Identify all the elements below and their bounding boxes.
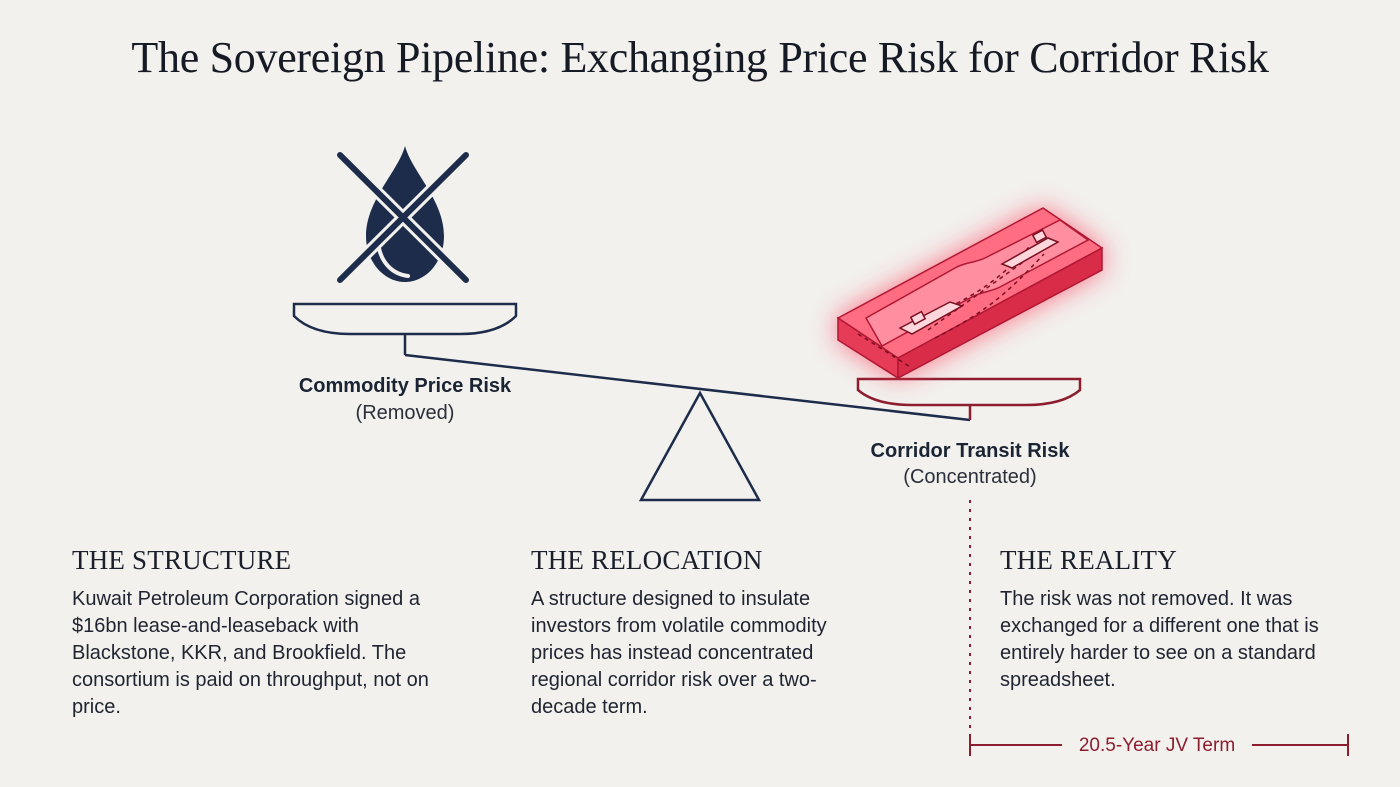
- left-pan-sublabel: (Removed): [355, 402, 455, 424]
- relocation-heading: THE RELOCATION: [531, 545, 763, 575]
- jv-term-label: 20.5-Year JV Term: [1062, 735, 1252, 757]
- scale-beam: [404, 353, 971, 422]
- relocation-body: A structure designed to insulate investo…: [531, 588, 827, 718]
- right-pan-sublabel: (Concentrated): [903, 466, 1037, 488]
- reality-column: THE REALITY The risk was not removed. It…: [1000, 545, 1350, 694]
- page-title: The Sovereign Pipeline: Exchanging Price…: [131, 33, 1269, 82]
- ship-icon: [898, 301, 964, 335]
- right-scale-pan: [856, 377, 1082, 420]
- scale-fulcrum: [638, 390, 762, 502]
- crossed-oil-drop-icon: [334, 146, 472, 286]
- reality-heading: THE REALITY: [1000, 545, 1177, 575]
- reality-body: The risk was not removed. It was exchang…: [1000, 588, 1319, 691]
- structure-heading: THE STRUCTURE: [72, 545, 292, 575]
- relocation-column: THE RELOCATION A structure designed to i…: [531, 545, 876, 721]
- structure-body: Kuwait Petroleum Corporation signed a $1…: [72, 588, 429, 718]
- glowing-shipping-corridor-icon: [836, 207, 1104, 380]
- structure-column: THE STRUCTURE Kuwait Petroleum Corporati…: [72, 545, 462, 721]
- left-pan-label: Commodity Price Risk: [298, 375, 512, 397]
- left-scale-pan: [292, 302, 518, 355]
- right-pan-label: Corridor Transit Risk: [870, 440, 1070, 462]
- ship-icon: [1000, 229, 1060, 269]
